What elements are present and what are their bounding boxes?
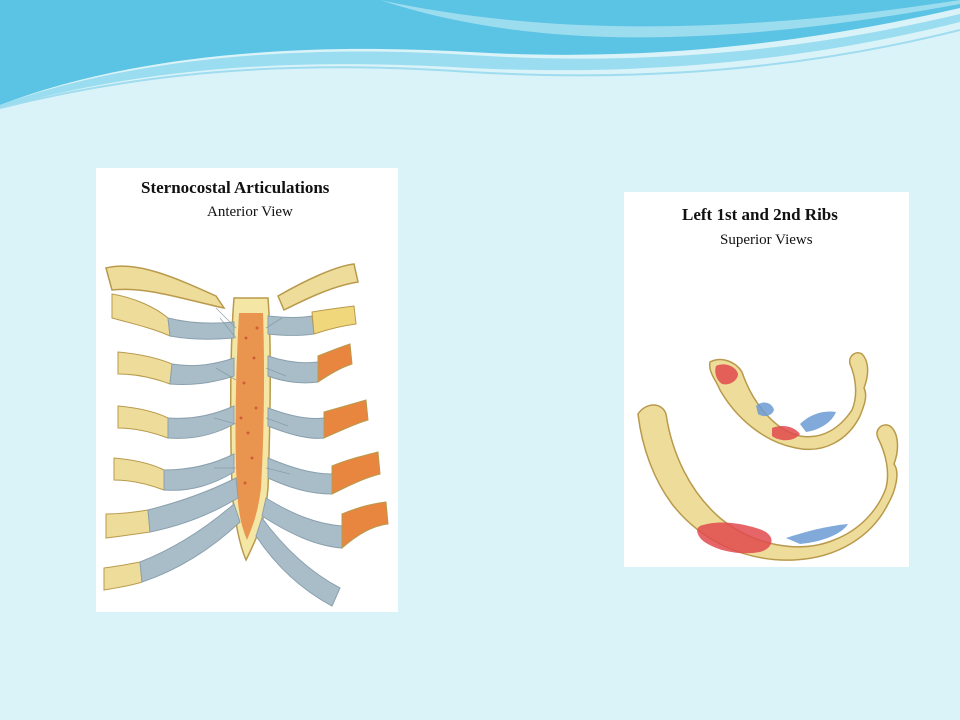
figure-title: Sternocostal Articulations [141, 178, 330, 197]
sternocostal-figure-panel: Sternocostal Articulations Anterior View [96, 168, 398, 612]
header-wave-decoration [0, 0, 960, 109]
figure-subtitle: Superior Views [720, 232, 813, 248]
figure-subtitle: Anterior View [207, 204, 293, 220]
first-second-ribs-illustration [637, 352, 899, 561]
sternocostal-articulations-illustration [103, 263, 389, 607]
figure-title: Left 1st and 2nd Ribs [682, 205, 838, 224]
first-second-ribs-figure-panel: Left 1st and 2nd Ribs Superior Views [624, 192, 909, 567]
